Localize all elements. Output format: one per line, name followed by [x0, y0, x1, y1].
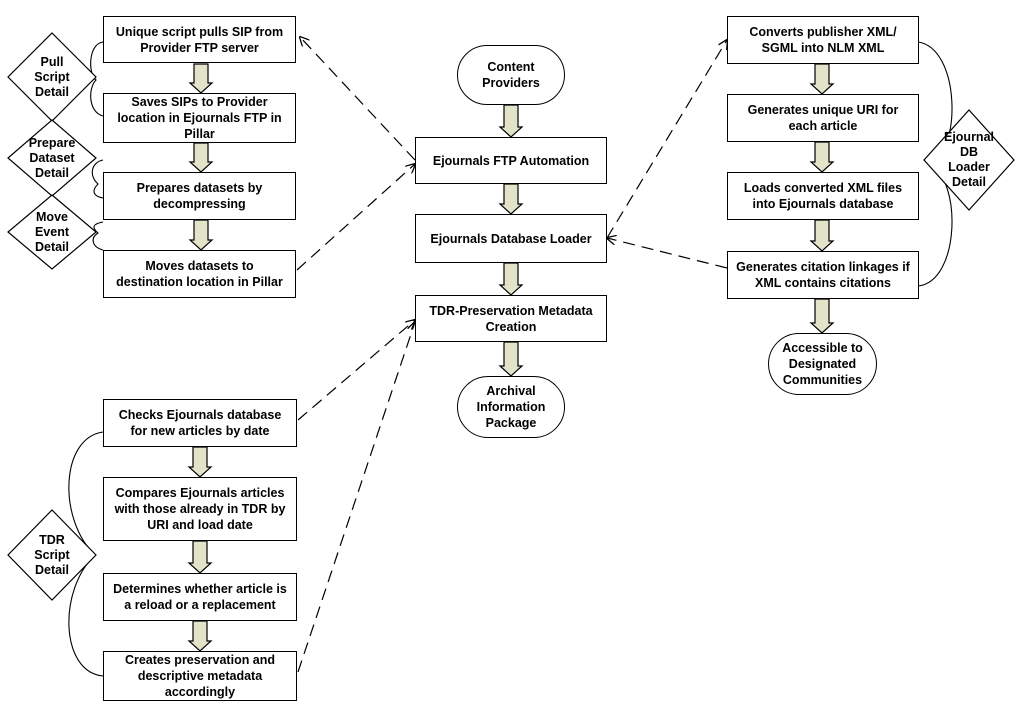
database-loader-node: Ejournals Database Loader — [415, 214, 607, 263]
move-event-detail-label: Move Event Detail — [34, 209, 70, 254]
bracket-prepare-dataset — [91, 159, 104, 199]
archival-package-node: Archival Information Package — [457, 376, 565, 438]
loader-step-convert-xml: Converts publisher XML/ SGML into NLM XM… — [727, 16, 919, 64]
ftp-step-save-sips: Saves SIPs to Provider location in Ejour… — [103, 93, 296, 143]
loader-step-load-xml: Loads converted XML files into Ejournals… — [727, 172, 919, 220]
dashed-link-checks-to-tdr — [297, 320, 415, 421]
arrow-ftp-1-2 — [188, 63, 214, 94]
content-providers-node: Content Providers — [457, 45, 565, 105]
ftp-step-prepare-datasets: Prepares datasets by decompressing — [103, 172, 296, 220]
accessible-communities-node: Accessible to Designated Communities — [768, 333, 877, 395]
arrow-loader-1-2 — [809, 63, 835, 95]
diamond-move-event — [7, 194, 97, 270]
ftp-automation-node: Ejournals FTP Automation — [415, 137, 607, 184]
tdr-metadata-node: TDR-Preservation Metadata Creation — [415, 295, 607, 342]
dashed-link-creates-to-tdr — [297, 322, 415, 673]
dashed-link-loader-to-converts — [606, 40, 727, 239]
diamond-tdr-script — [7, 509, 97, 601]
arrow-tdr-1-2 — [187, 446, 213, 478]
arrow-loader-3-4 — [809, 219, 835, 252]
tdr-step-determine-reload: Determines whether article is a reload o… — [103, 573, 297, 621]
arrow-ftp-2-3 — [188, 142, 214, 173]
arrow-ftp-3-4 — [188, 219, 214, 251]
loader-step-citations: Generates citation linkages if XML conta… — [727, 251, 919, 299]
bracket-pull-script — [90, 41, 104, 117]
loader-step-generate-uri: Generates unique URI for each article — [727, 94, 919, 142]
arrow-loader-4-end — [809, 298, 835, 334]
arrow-center-loader-tdr — [498, 262, 524, 296]
arrow-tdr-2-3 — [187, 540, 213, 574]
dashed-link-move-to-ftp — [296, 164, 415, 271]
prepare-dataset-detail-label: Prepare Dataset Detail — [28, 135, 76, 180]
tdr-step-compare-articles: Compares Ejournals articles with those a… — [103, 477, 297, 541]
loader-detail-label: Ejournal DB Loader Detail — [943, 130, 994, 189]
arrow-center-tdr-archival — [498, 341, 524, 377]
block-arrows — [187, 63, 835, 652]
dashed-link-citations-to-loader — [607, 238, 728, 269]
dashed-link-ftp-to-pull — [300, 37, 416, 161]
tdr-step-create-metadata: Creates preservation and descriptive met… — [103, 651, 297, 701]
tdr-script-detail-label: TDR Script Detail — [34, 532, 70, 577]
arrow-center-ftp-loader — [498, 183, 524, 215]
arrow-loader-2-3 — [809, 141, 835, 173]
arrow-center-providers-ftp — [498, 104, 524, 138]
ftp-step-pull-sip: Unique script pulls SIP from Provider FT… — [103, 16, 296, 63]
ftp-step-move-datasets: Moves datasets to destination location i… — [103, 250, 296, 298]
diamond-loader-detail — [923, 109, 1015, 211]
arrow-tdr-3-4 — [187, 620, 213, 652]
pull-script-detail-label: Pull Script Detail — [34, 54, 70, 99]
bracket-move-event — [92, 221, 104, 251]
tdr-step-check-database: Checks Ejournals database for new articl… — [103, 399, 297, 447]
